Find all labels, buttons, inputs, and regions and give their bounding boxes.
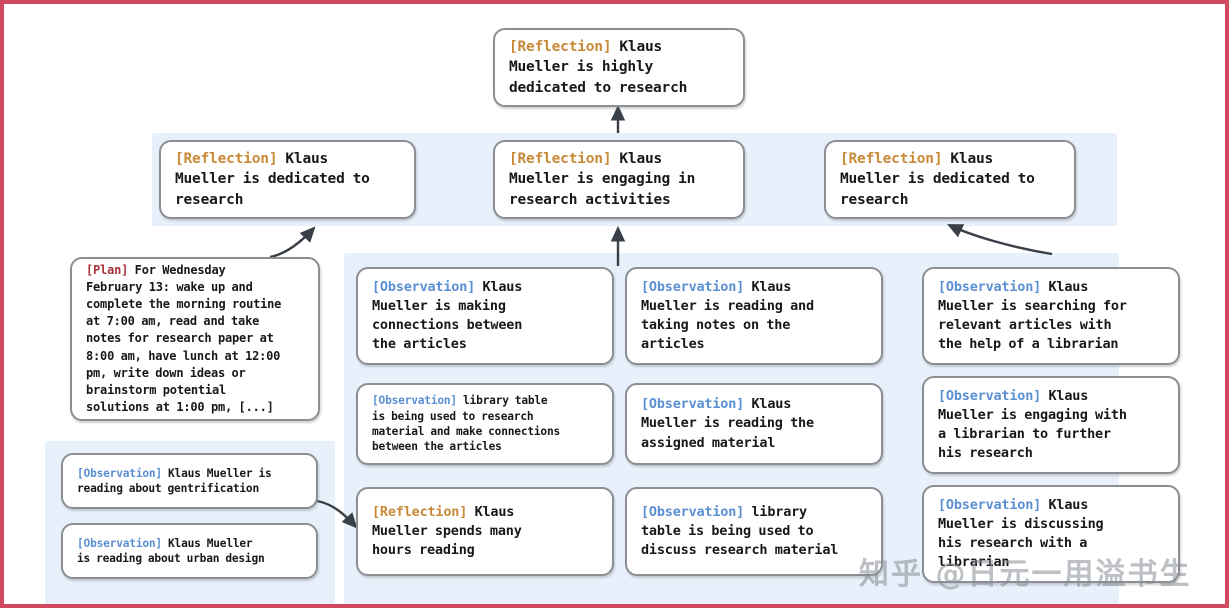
node-col3-observation-3[interactable]: [Observation] Klaus Mueller is discussin… bbox=[922, 485, 1180, 583]
node-bottomleft-observation-2[interactable]: [Observation] Klaus Mueller is reading a… bbox=[61, 523, 318, 579]
node-col1-observation-2[interactable]: [Observation] library table is being use… bbox=[356, 383, 614, 465]
node-text: [Observation] Klaus Mueller is reading t… bbox=[627, 395, 828, 452]
tag-reflection: [Reflection] bbox=[372, 503, 468, 520]
tag-observation: [Observation] bbox=[372, 278, 476, 295]
node-body: Klaus Mueller is highly dedicated to res… bbox=[509, 38, 688, 96]
node-bottomleft-observation-1[interactable]: [Observation] Klaus Mueller is reading a… bbox=[61, 453, 318, 509]
node-col2-observation-3[interactable]: [Observation] library table is being use… bbox=[625, 487, 883, 576]
node-text: [Observation] Klaus Mueller is searching… bbox=[924, 278, 1141, 355]
node-text: [Reflection] Klaus Mueller is dedicated … bbox=[826, 149, 1049, 211]
node-body: Klaus Mueller is searching for relevant … bbox=[938, 278, 1127, 353]
node-body: Klaus Mueller spends many hours reading bbox=[372, 503, 522, 559]
node-body: For Wednesday February 13: wake up and c… bbox=[86, 263, 282, 414]
node-level2-left[interactable]: [Reflection] Klaus Mueller is dedicated … bbox=[159, 140, 416, 219]
node-col1-reflection[interactable]: [Reflection] Klaus Mueller spends many h… bbox=[356, 487, 614, 576]
node-text: [Observation] library table is being use… bbox=[627, 503, 852, 560]
node-body: Klaus Mueller is engaging with a librari… bbox=[938, 387, 1127, 462]
node-text: [Observation] Klaus Mueller is engaging … bbox=[924, 387, 1141, 464]
tag-observation: [Observation] bbox=[641, 278, 745, 295]
node-text: [Observation] Klaus Mueller is reading a… bbox=[627, 278, 828, 355]
tag-observation: [Observation] bbox=[77, 466, 162, 480]
tag-plan: [Plan] bbox=[86, 263, 129, 278]
tag-reflection: [Reflection] bbox=[840, 150, 943, 167]
node-text: [Observation] library table is being use… bbox=[358, 393, 574, 455]
node-body: Klaus Mueller is reading and taking note… bbox=[641, 278, 814, 353]
tag-reflection: [Reflection] bbox=[175, 150, 278, 167]
node-text: [Reflection] Klaus Mueller spends many h… bbox=[358, 503, 536, 560]
node-body: Klaus Mueller is engaging in research ac… bbox=[509, 150, 696, 208]
node-text: [Observation] Klaus Mueller is discussin… bbox=[924, 496, 1117, 573]
node-col3-observation-2[interactable]: [Observation] Klaus Mueller is engaging … bbox=[922, 376, 1180, 474]
node-level2-right[interactable]: [Reflection] Klaus Mueller is dedicated … bbox=[824, 140, 1076, 219]
node-body: Klaus Mueller is making connections betw… bbox=[372, 278, 523, 353]
node-text: [Reflection] Klaus Mueller is dedicated … bbox=[161, 149, 384, 211]
tag-observation: [Observation] bbox=[938, 387, 1042, 404]
node-body: Klaus Mueller is reading the assigned ma… bbox=[641, 396, 814, 451]
tag-reflection: [Reflection] bbox=[509, 38, 612, 55]
node-body: library table is being used to discuss r… bbox=[641, 503, 839, 559]
tag-observation: [Observation] bbox=[938, 278, 1042, 295]
tag-observation: [Observation] bbox=[641, 396, 745, 413]
node-body: Klaus Mueller is reading about urban des… bbox=[77, 536, 265, 565]
node-text: [Observation] Klaus Mueller is reading a… bbox=[63, 536, 279, 567]
node-text: [Plan] For Wednesday February 13: wake u… bbox=[72, 262, 295, 415]
node-plan[interactable]: [Plan] For Wednesday February 13: wake u… bbox=[70, 257, 320, 421]
node-col2-observation-2[interactable]: [Observation] Klaus Mueller is reading t… bbox=[625, 383, 883, 465]
node-text: [Observation] Klaus Mueller is making co… bbox=[358, 278, 536, 355]
node-text: [Reflection] Klaus Mueller is highly ded… bbox=[495, 37, 701, 99]
node-text: [Reflection] Klaus Mueller is engaging i… bbox=[495, 149, 709, 211]
tag-observation: [Observation] bbox=[77, 536, 162, 550]
node-body: Klaus Mueller is discussing his research… bbox=[938, 496, 1104, 571]
arrow-plan-to-level2-left bbox=[269, 226, 316, 259]
arrow-col3-to-level2-right bbox=[947, 223, 1053, 256]
node-body: library table is being used to research … bbox=[372, 394, 561, 454]
node-col1-observation-1[interactable]: [Observation] Klaus Mueller is making co… bbox=[356, 267, 614, 365]
node-col2-observation-1[interactable]: [Observation] Klaus Mueller is reading a… bbox=[625, 267, 883, 365]
node-root-reflection[interactable]: [Reflection] Klaus Mueller is highly ded… bbox=[493, 28, 745, 107]
tag-observation: [Observation] bbox=[938, 496, 1042, 513]
node-body: Klaus Mueller is reading about gentrific… bbox=[77, 466, 272, 495]
tag-observation: [Observation] bbox=[372, 394, 457, 408]
node-text: [Observation] Klaus Mueller is reading a… bbox=[63, 466, 286, 497]
tag-reflection: [Reflection] bbox=[509, 150, 612, 167]
node-body: Klaus Mueller is dedicated to research bbox=[840, 150, 1035, 208]
node-col3-observation-1[interactable]: [Observation] Klaus Mueller is searching… bbox=[922, 267, 1180, 365]
node-level2-center[interactable]: [Reflection] Klaus Mueller is engaging i… bbox=[493, 140, 745, 219]
tag-observation: [Observation] bbox=[641, 503, 745, 520]
node-body: Klaus Mueller is dedicated to research bbox=[175, 150, 370, 208]
